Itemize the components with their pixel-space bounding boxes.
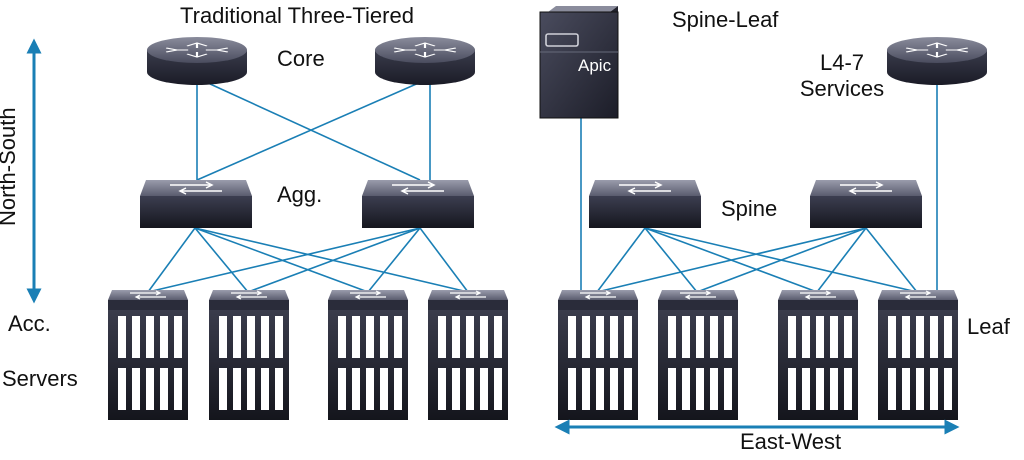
leaf-rack-1 xyxy=(557,289,639,421)
l47-line1: L4-7 xyxy=(819,50,865,75)
core-label: Core xyxy=(277,46,325,71)
access-rack-3 xyxy=(327,289,409,421)
acc-label: Acc. xyxy=(8,311,51,336)
apic-controller xyxy=(539,6,619,119)
north-south-label: North-South xyxy=(0,107,20,226)
access-rack-2 xyxy=(208,289,290,421)
access-rack-4 xyxy=(427,289,509,421)
agg-switch-left xyxy=(140,180,252,228)
leaf-label: Leaf xyxy=(967,314,1010,339)
access-rack-1 xyxy=(108,290,188,420)
agg-switch-right xyxy=(362,180,474,228)
spine-switch-right xyxy=(810,180,922,228)
traditional-title: Traditional Three-Tiered xyxy=(180,3,414,28)
core-router-right xyxy=(375,37,475,85)
core-router-left xyxy=(147,37,247,85)
three-tier-links xyxy=(147,77,469,293)
servers-label: Servers xyxy=(2,366,78,391)
l47-services-router xyxy=(887,37,987,85)
leaf-rack-4 xyxy=(877,289,959,421)
apic-label: Apic xyxy=(578,56,612,75)
east-west-label: East-West xyxy=(740,429,842,454)
l47-line2: Services xyxy=(799,76,885,101)
leaf-rack-3 xyxy=(777,289,859,421)
spine-label: Spine xyxy=(721,196,778,221)
spine-leaf-links xyxy=(580,80,938,293)
spine-leaf-title: Spine-Leaf xyxy=(672,7,779,32)
agg-label: Agg. xyxy=(277,182,323,207)
spine-switch-left xyxy=(589,180,701,228)
leaf-rack-2 xyxy=(657,289,739,421)
l47-services-label: L4-7 Services xyxy=(786,50,898,102)
